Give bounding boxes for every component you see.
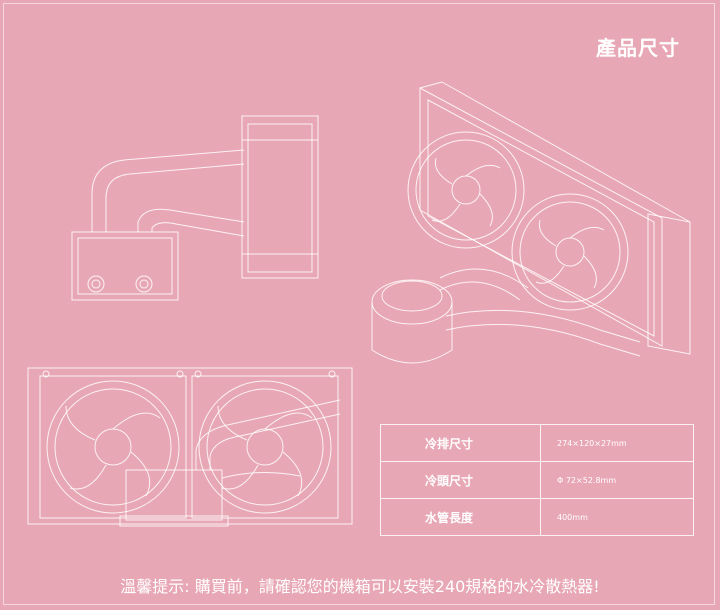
spec-value: 274×120×27mm <box>540 424 694 462</box>
table-row: 水管長度 400mm <box>380 498 694 536</box>
spec-label: 冷排尺寸 <box>380 424 541 462</box>
spec-value: Φ 72×52.8mm <box>540 461 694 499</box>
page-title: 產品尺寸 <box>596 36 680 60</box>
table-row: 冷頭尺寸 Φ 72×52.8mm <box>380 461 694 499</box>
radiator-front-view-drawing-icon <box>27 367 353 527</box>
table-row: 冷排尺寸 274×120×27mm <box>380 424 694 462</box>
spec-table: 冷排尺寸 274×120×27mm 冷頭尺寸 Φ 72×52.8mm 水管長度 … <box>380 424 694 536</box>
pump-hose-side-view-drawing-icon <box>71 115 319 301</box>
page-frame <box>3 3 715 605</box>
radiator-isometric-drawing-icon <box>371 81 691 364</box>
footer-notice: 溫馨提示: 購買前，請確認您的機箱可以安裝240規格的水冷散熱器! <box>120 577 600 596</box>
spec-label: 水管長度 <box>380 498 541 536</box>
spec-value: 400mm <box>540 498 694 536</box>
spec-label: 冷頭尺寸 <box>380 461 541 499</box>
